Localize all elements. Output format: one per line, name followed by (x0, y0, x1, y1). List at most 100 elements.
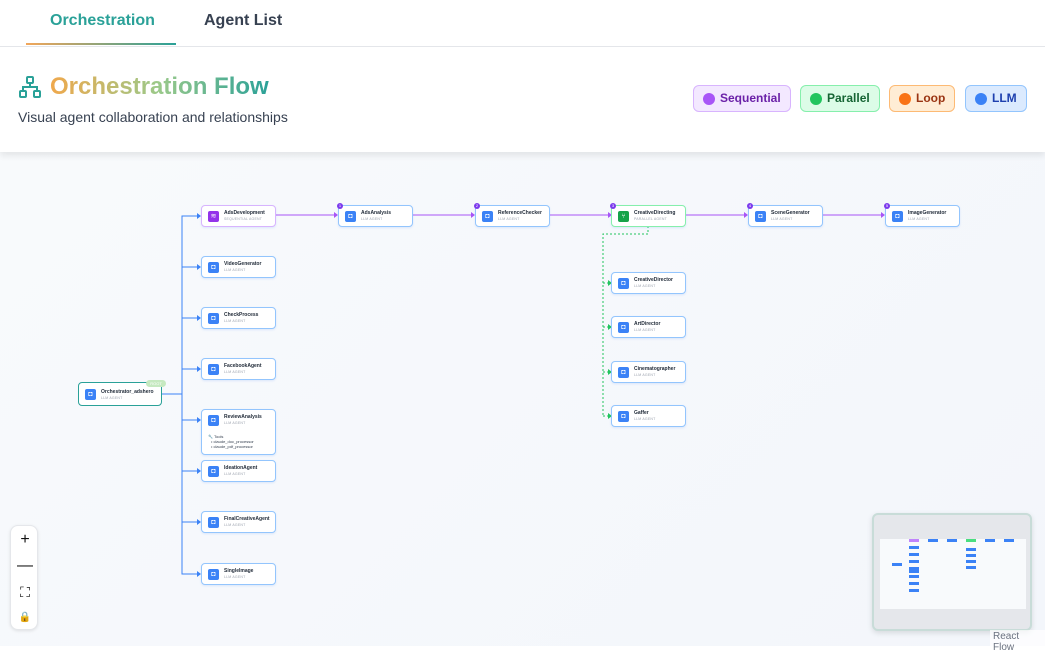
page-subtitle: Visual agent collaboration and relations… (18, 109, 288, 125)
node-name: ReviewAnalysis (224, 414, 262, 420)
legend-parallel-label: Parallel (827, 91, 870, 105)
node-scene-generator[interactable]: ◘ SceneGenerator LLM AGENT (748, 205, 823, 227)
sequential-edge-arrows (334, 212, 885, 218)
minimap-node (909, 560, 919, 563)
sequential-dot-icon (703, 93, 715, 105)
node-reference-checker[interactable]: ◘ ReferenceChecker LLM AGENT (475, 205, 550, 227)
node-type: LLM AGENT (634, 328, 656, 332)
tools-label: Tools (214, 434, 224, 439)
node-ideation-agent[interactable]: ◘ IdeationAgent LLM AGENT (201, 460, 276, 482)
root-node-orchestrator[interactable]: ◘ Orchestrator_adshero LLM AGENT (78, 382, 162, 406)
react-flow-attribution[interactable]: React Flow (990, 630, 1045, 654)
node-name: Orchestrator_adshero (101, 389, 154, 395)
node-name: ArtDirector (634, 321, 661, 327)
minimap-node (966, 560, 976, 563)
node-name: ReferenceChecker (498, 210, 542, 216)
minimap-node (909, 553, 919, 556)
node-name: AdsAnalysis (361, 210, 392, 216)
node-cinematographer[interactable]: ◘ Cinematographer LLM AGENT (611, 361, 686, 383)
robot-icon: ◘ (892, 211, 903, 222)
node-type: LLM AGENT (908, 217, 930, 221)
node-ads-analysis[interactable]: ◘ AdsAnalysis LLM AGENT (338, 205, 413, 227)
node-name: Cinematographer (634, 366, 676, 372)
page-header: Orchestration Flow Visual agent collabor… (0, 47, 1045, 152)
step-badge: 3 (610, 203, 616, 209)
minimap-node (966, 566, 976, 569)
node-name: FacebookAgent (224, 363, 262, 369)
node-gaffer[interactable]: ◘ Gaffer LLM AGENT (611, 405, 686, 427)
node-type: LLM AGENT (224, 575, 246, 579)
robot-icon: ◘ (618, 322, 629, 333)
tab-bar: Orchestration Agent List (0, 0, 1045, 47)
robot-icon: ◘ (208, 415, 219, 426)
node-type: LLM AGENT (634, 284, 656, 288)
node-type: LLM AGENT (224, 523, 246, 527)
fit-view-button[interactable]: ⛶ (20, 584, 30, 600)
zoom-out-button[interactable]: — (17, 557, 33, 574)
node-name: CheckProcess (224, 312, 259, 318)
page-title: Orchestration Flow (50, 73, 269, 100)
node-type: LLM AGENT (224, 319, 246, 323)
node-type: LLM AGENT (224, 268, 246, 272)
node-type: LLM AGENT (771, 217, 793, 221)
node-ads-development[interactable]: ≋ AdsDevelopment SEQUENTIAL AGENT (201, 205, 276, 227)
step-badge: 4 (747, 203, 753, 209)
tab-orchestration[interactable]: Orchestration (50, 12, 155, 29)
minimap[interactable] (872, 513, 1032, 631)
legend-sequential-label: Sequential (720, 91, 781, 105)
step-badge: 1 (337, 203, 343, 209)
minimap-node (966, 554, 976, 557)
node-image-generator[interactable]: ◘ ImageGenerator LLM AGENT (885, 205, 960, 227)
flow-controls: + — ⛶ 🔒 (10, 525, 38, 630)
robot-icon: ◘ (208, 466, 219, 477)
node-video-generator[interactable]: ◘ VideoGenerator LLM AGENT (201, 256, 276, 278)
node-facebook-agent[interactable]: ◘ FacebookAgent LLM AGENT (201, 358, 276, 380)
robot-icon: ◘ (618, 411, 629, 422)
lock-button[interactable]: 🔒 (18, 612, 32, 623)
node-name: SingleImage (224, 568, 254, 574)
robot-icon: ◘ (618, 367, 629, 378)
minimap-node (892, 563, 902, 566)
minimap-viewport (880, 539, 1026, 609)
node-review-analysis[interactable]: ◘ ReviewAnalysis LLM AGENT 🔧 Tools • cla… (201, 409, 276, 455)
node-name: AdsDevelopment (224, 210, 265, 216)
loop-dot-icon (899, 93, 911, 105)
minimap-node (909, 546, 919, 549)
legend-loop: Loop (889, 85, 956, 112)
node-name: SceneGenerator (771, 210, 810, 216)
node-single-image[interactable]: ◘ SingleImage LLM AGENT (201, 563, 276, 585)
legend-loop-label: Loop (916, 91, 946, 105)
node-final-creative-agent[interactable]: ◘ FinalCreativeAgent LLM AGENT (201, 511, 276, 533)
tools-list: 🔧 Tools • claude_doc_processor • claude_… (208, 434, 254, 449)
parallel-edge-arrows (608, 280, 612, 419)
minimap-node (909, 539, 919, 542)
legend-llm: LLM (965, 85, 1027, 112)
node-creative-director[interactable]: ◘ CreativeDirector LLM AGENT (611, 272, 686, 294)
node-check-process[interactable]: ◘ CheckProcess LLM AGENT (201, 307, 276, 329)
minimap-node (909, 575, 919, 578)
node-type: LLM AGENT (634, 373, 656, 377)
node-type: LLM AGENT (101, 396, 123, 400)
robot-icon: ◘ (755, 211, 766, 222)
robot-icon: ◘ (208, 313, 219, 324)
layers-icon: ≋ (208, 211, 219, 222)
legend-sequential: Sequential (693, 85, 791, 112)
node-type: LLM AGENT (224, 472, 246, 476)
node-art-director[interactable]: ◘ ArtDirector LLM AGENT (611, 316, 686, 338)
step-badge: 5 (884, 203, 890, 209)
node-name: ImageGenerator (908, 210, 947, 216)
node-name: Gaffer (634, 410, 649, 416)
minimap-node (928, 539, 938, 542)
legend-parallel: Parallel (800, 85, 880, 112)
minimap-node (909, 567, 919, 573)
minimap-node (947, 539, 957, 542)
robot-icon: ◘ (208, 569, 219, 580)
flow-canvas[interactable]: ◘ Orchestrator_adshero LLM AGENT ROOT ≋ … (0, 152, 1045, 646)
tab-agent-list[interactable]: Agent List (204, 12, 283, 29)
zoom-in-button[interactable]: + (20, 531, 30, 548)
node-type: PARALLEL AGENT (634, 217, 667, 221)
minimap-node (966, 548, 976, 551)
node-type: LLM AGENT (634, 417, 656, 421)
node-creative-directing[interactable]: ⑂ CreativeDirecting PARALLEL AGENT (611, 205, 686, 227)
edges-layer (162, 212, 885, 577)
